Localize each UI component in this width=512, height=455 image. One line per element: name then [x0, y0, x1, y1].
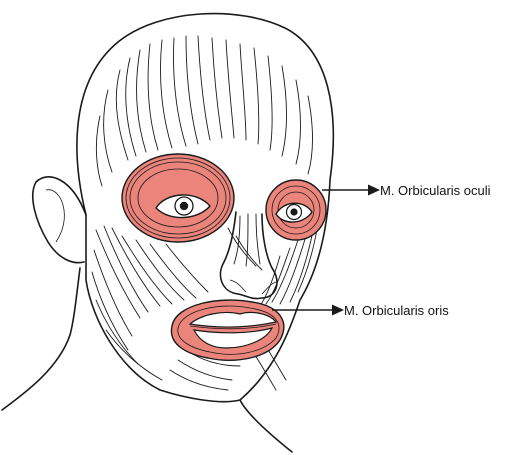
orbicularis-oculi-label: M. Orbicularis oculi: [380, 183, 491, 198]
orbicularis-oris-label: M. Orbicularis oris: [344, 303, 449, 318]
oculi-pointer-arrow: [368, 185, 380, 196]
left-ear: [33, 177, 86, 263]
neck-left: [2, 268, 80, 410]
neck-right: [240, 400, 292, 452]
oris-pointer-arrow: [332, 305, 344, 316]
